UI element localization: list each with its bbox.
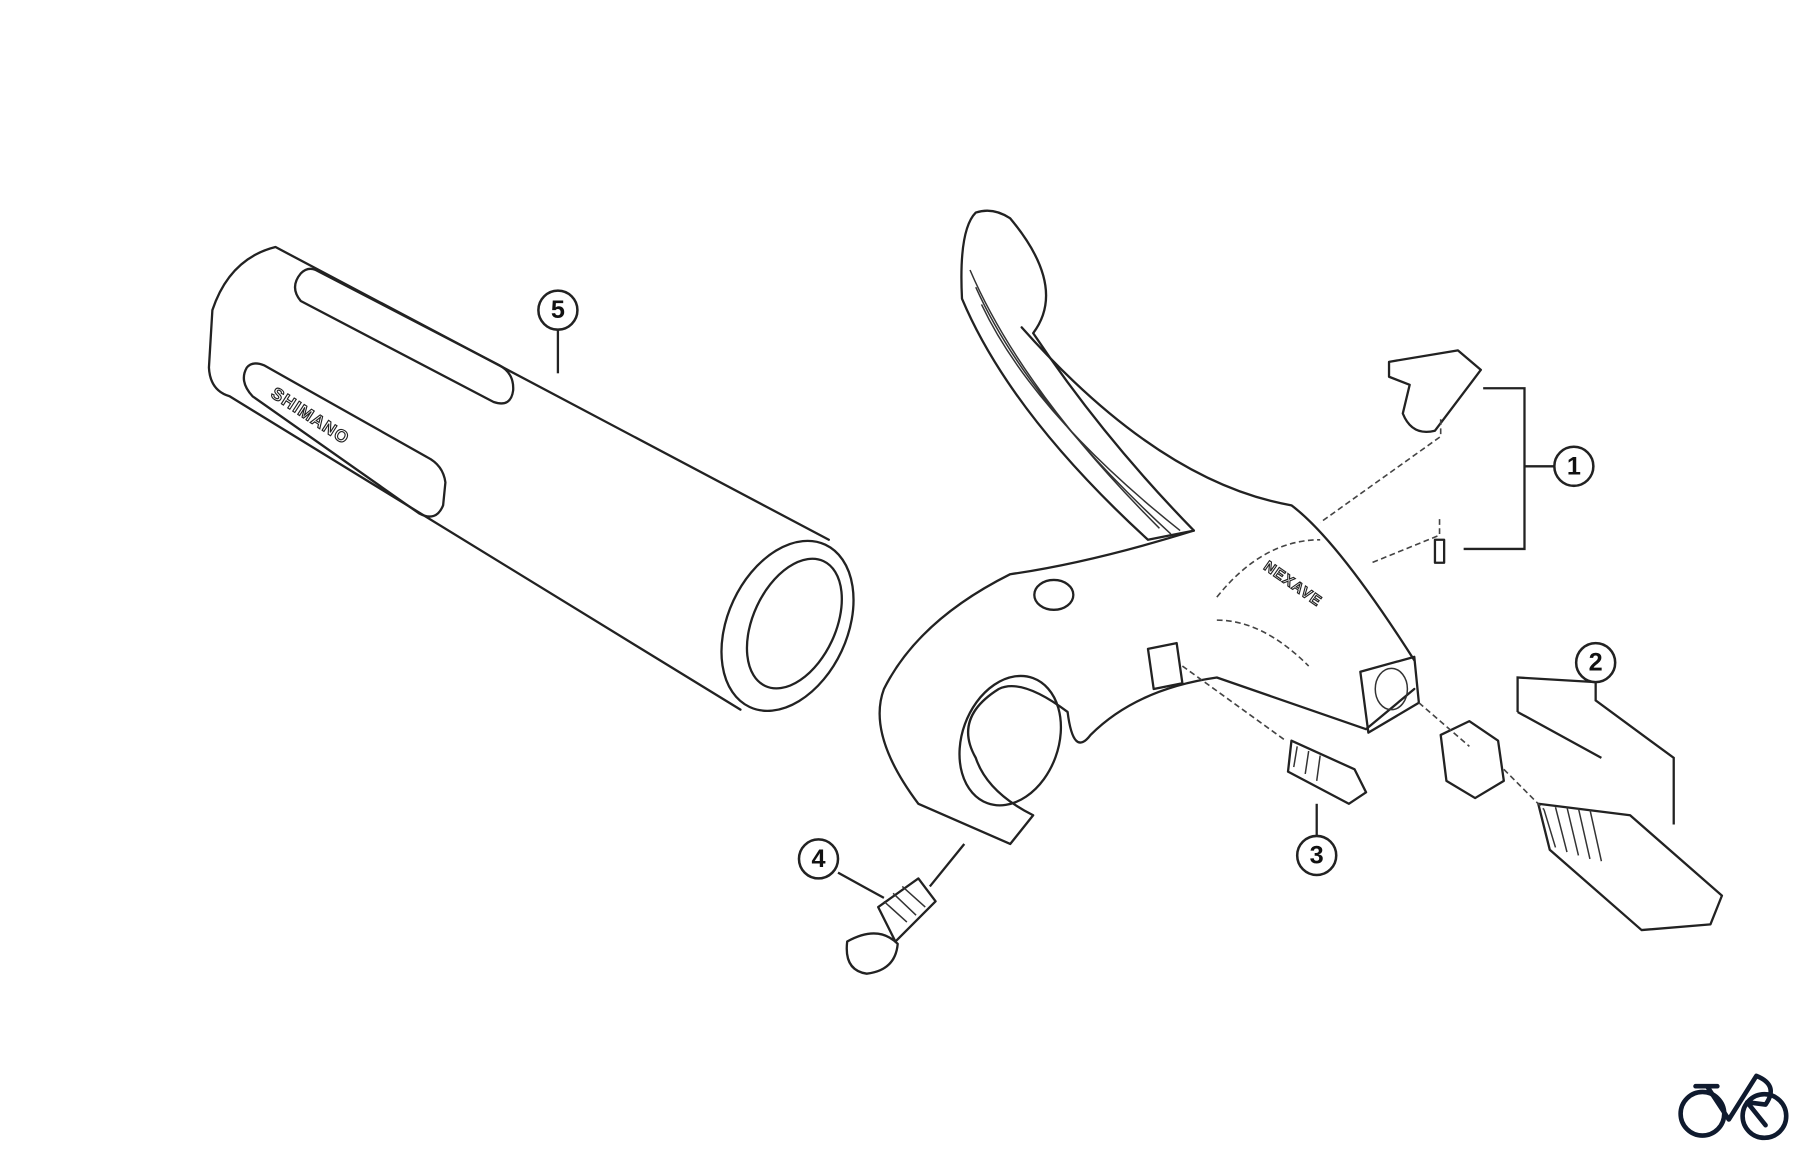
brake-lever-body[interactable]: NEXAVE: [878, 209, 1421, 846]
svg-text:2: 2: [1589, 649, 1603, 677]
bicycle-icon[interactable]: [1678, 1073, 1789, 1141]
callout-4: 4: [797, 838, 840, 880]
svg-text:1: 1: [1567, 452, 1581, 480]
svg-text:3: 3: [1310, 841, 1324, 869]
leader-lines: [556, 329, 1675, 899]
callout-3: 3: [1295, 834, 1338, 877]
cover-part-1[interactable]: [1319, 349, 1483, 564]
callout-2: 2: [1574, 641, 1617, 684]
lever-logo-text: NEXAVE: [1260, 558, 1325, 610]
svg-text:5: 5: [551, 296, 565, 324]
callout-5: 5: [537, 289, 579, 331]
screw-part-3[interactable]: [1181, 665, 1368, 805]
svg-text:4: 4: [811, 845, 825, 873]
callout-1: 1: [1553, 445, 1595, 488]
bolt-part-4[interactable]: [845, 843, 966, 975]
adjuster-part-2[interactable]: [1418, 702, 1724, 932]
